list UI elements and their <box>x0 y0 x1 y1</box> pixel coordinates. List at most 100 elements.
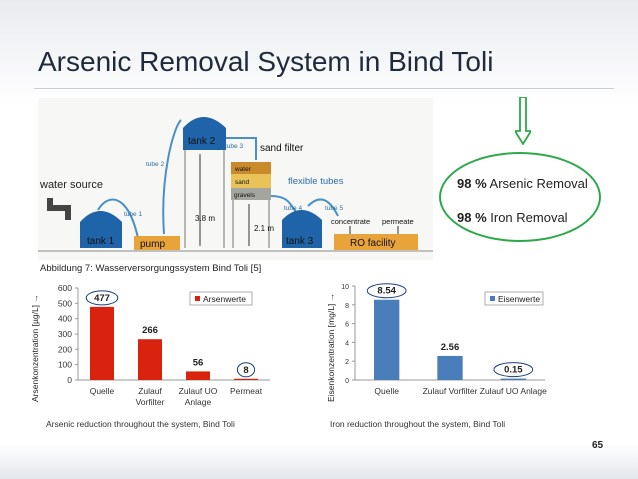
permeate-label: permeate <box>382 217 414 226</box>
bar <box>90 306 114 380</box>
x-tick-label-line: Vorfilter <box>136 397 165 407</box>
arsenic-y-axis-label: Arsenkonzentration [µg/L] → <box>30 294 40 402</box>
legend-box <box>484 291 544 306</box>
removal-summary: 98 % Arsenic Removal 98 % Iron Removal <box>439 152 601 242</box>
tank2-label: tank 2 <box>188 136 216 147</box>
gravels-layer <box>231 188 271 200</box>
y-tick-label: 200 <box>58 344 72 354</box>
y-tick-label: 6 <box>345 322 349 329</box>
data-label-circle <box>366 283 407 299</box>
pump-shape <box>134 236 180 250</box>
water-layer <box>231 162 271 174</box>
tube5-line <box>307 198 339 217</box>
y-tick-label: 4 <box>345 340 349 347</box>
page-number: 65 <box>592 440 604 451</box>
data-label: 8.54 <box>377 286 396 297</box>
flexible-tubes-text: flexible tubes <box>288 176 344 187</box>
iron-removal-line: 98 % Iron Removal <box>457 210 568 225</box>
bar <box>138 339 162 380</box>
gravels-layer-label: gravels <box>234 192 256 199</box>
chart-legend: Eisenwerte <box>484 291 544 306</box>
ro-facility-label: RO facility <box>350 238 396 249</box>
x-tick-label-line: Zulauf Vorfilter <box>423 386 478 396</box>
y-tick-label: 0 <box>345 378 349 385</box>
tank3-shape <box>282 210 322 248</box>
height-38-label: 3.8 m <box>195 214 215 223</box>
tube4-label: tube 4 <box>284 205 302 212</box>
x-tick-label-line: Zulauf UO Anlage <box>480 386 547 396</box>
arsenic-chart-caption: Arsenic reduction throughout the system,… <box>46 419 235 429</box>
x-tick-label-line: Zulauf UO <box>179 386 218 396</box>
legend-box <box>189 291 253 306</box>
concentrate-label: concentrate <box>331 217 370 226</box>
down-arrow-shape <box>515 97 531 145</box>
x-tick-label: Zulauf Vorfilter <box>423 386 478 396</box>
water-system-diagram: water source tank 1 tube 1 pump tube 2 t… <box>38 98 433 260</box>
tube2-line <box>162 119 182 235</box>
pump-label: pump <box>140 239 165 250</box>
tube1-label: tube 1 <box>124 211 142 218</box>
arsenic-removal-pct: 98 % <box>457 176 487 191</box>
x-tick-label-line: Permeat <box>230 386 263 396</box>
arsenic-removal-line: 98 % Arsenic Removal <box>457 176 588 191</box>
x-tick-label: Quelle <box>90 386 115 396</box>
down-arrow-icon <box>515 97 531 145</box>
x-tick-label-line: Anlage <box>185 397 212 407</box>
tank3-label: tank 3 <box>286 236 314 247</box>
arsenic-removal-label: Arsenic Removal <box>489 176 588 191</box>
x-tick-label-line: Quelle <box>374 386 399 396</box>
x-tick-label: Quelle <box>374 386 399 396</box>
tank1-shape <box>80 211 122 248</box>
ro-facility-shape <box>334 234 418 250</box>
iron-y-axis-label: Eisenkonzentration [mg/L] → <box>326 292 336 402</box>
diagram-caption: Abbildung 7: Wasserversorgungssystem Bin… <box>40 263 262 274</box>
y-tick-label: 400 <box>58 314 72 324</box>
data-label-circle <box>236 362 256 378</box>
legend-swatch <box>490 296 495 301</box>
x-tick-label: Zulauf UO Anlage <box>480 386 547 396</box>
data-label: 56 <box>193 357 204 368</box>
sand-layer <box>231 174 271 188</box>
data-label: 477 <box>94 293 110 304</box>
bar <box>500 378 526 380</box>
x-tick-label-line: Quelle <box>90 386 115 396</box>
water-layer-label: water <box>234 166 252 173</box>
bar <box>186 371 210 380</box>
iron-removal-label: Iron Removal <box>490 210 568 225</box>
tube2-label: tube 2 <box>146 161 164 168</box>
iron-chart-caption: Iron reduction throughout the system, Bi… <box>330 419 506 429</box>
water-source-label: water source <box>39 179 103 191</box>
tank2-shape <box>183 117 226 150</box>
y-tick-label: 300 <box>58 329 72 339</box>
bar <box>437 355 463 380</box>
x-tick-label: Permeat <box>230 386 263 396</box>
header-background <box>0 0 638 105</box>
data-label-circle <box>493 362 534 378</box>
footer-background <box>0 444 638 479</box>
data-label: 0.15 <box>504 365 523 376</box>
data-label: 266 <box>142 325 158 336</box>
bar <box>234 378 258 380</box>
sand-layer-label: sand <box>235 179 249 186</box>
tank1-label: tank 1 <box>87 236 115 247</box>
data-label: 8 <box>243 365 248 376</box>
tube3-line <box>226 137 257 160</box>
title-divider <box>34 88 614 89</box>
legend-label: Arsenwerte <box>203 294 246 304</box>
legend-label: Eisenwerte <box>498 294 540 304</box>
y-tick-label: 2 <box>345 359 349 366</box>
tube3-label: tube 3 <box>225 143 243 150</box>
bar <box>374 299 400 380</box>
data-label-circle <box>85 290 119 306</box>
y-tick-label: 100 <box>58 360 72 370</box>
legend-swatch <box>195 296 200 301</box>
y-tick-label: 0 <box>67 375 72 385</box>
chart-legend: Arsenwerte <box>189 291 253 306</box>
y-tick-label: 600 <box>58 283 72 293</box>
sand-filter-label: sand filter <box>260 143 304 154</box>
y-tick-label: 10 <box>341 284 349 291</box>
